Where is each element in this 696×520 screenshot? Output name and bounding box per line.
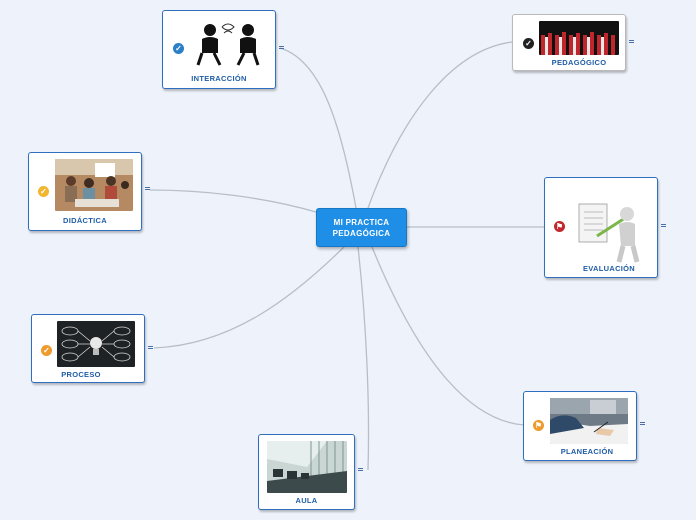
topic-interaccion-label: INTERACCIÓN (191, 74, 247, 83)
topic-evaluacion[interactable]: ⚑ EVALUACIÓN (544, 177, 658, 278)
link-planeacion (371, 246, 525, 426)
aula-image (267, 441, 347, 493)
check-icon: ✓ (523, 38, 534, 49)
topic-didactica[interactable]: ✓ DIDÁCTICA (28, 152, 142, 231)
aula-notes-icon[interactable] (358, 467, 364, 473)
link-didactica (149, 189, 317, 213)
planeacion-notes-icon[interactable] (640, 421, 646, 427)
link-aula (357, 246, 370, 471)
topic-didactica-label: DIDÁCTICA (63, 216, 107, 225)
topic-pedagogico-label: PEDAGÓGICO (551, 58, 607, 67)
evaluacion-image (575, 196, 647, 264)
check-icon: ✓ (173, 43, 184, 54)
topic-proceso[interactable]: ✓ PROCESO (31, 314, 145, 383)
evaluacion-notes-icon[interactable] (661, 223, 667, 229)
topic-evaluacion-label: EVALUACIÓN (582, 264, 636, 273)
proceso-image (57, 321, 135, 367)
topic-proceso-label: PROCESO (61, 370, 101, 379)
check-icon: ✓ (41, 345, 52, 356)
flag-icon: ⚑ (533, 420, 544, 431)
topic-pedagogico[interactable]: ✓ PEDAGÓGICO (512, 14, 626, 71)
link-interaccion (279, 47, 357, 209)
topic-planeacion[interactable]: ⚑ PLANEACIÓN (523, 391, 637, 461)
didactica-image (55, 159, 133, 211)
proceso-notes-icon[interactable] (148, 345, 154, 351)
topic-aula-label: AULA (295, 496, 318, 505)
topic-planeacion-label: PLANEACIÓN (560, 447, 614, 456)
didactica-notes-icon[interactable] (145, 186, 151, 192)
link-proceso (153, 246, 345, 349)
central-topic[interactable]: MI PRACTICA PEDAGÓGICA (316, 208, 407, 247)
topic-aula[interactable]: AULA (258, 434, 355, 510)
topic-interaccion[interactable]: ✓ INTERACCIÓN (162, 10, 276, 89)
planeacion-image (550, 398, 628, 444)
interaccion-notes-icon[interactable] (279, 45, 285, 51)
central-topic-title: MI PRACTICA PEDAGÓGICA (332, 217, 391, 238)
pedagogico-notes-icon[interactable] (629, 39, 635, 45)
flag-icon: ⚑ (554, 221, 565, 232)
interaccion-image (194, 19, 264, 67)
check-icon: ✓ (38, 186, 49, 197)
pedagogico-image (539, 21, 619, 55)
link-pedagogico (367, 41, 513, 209)
